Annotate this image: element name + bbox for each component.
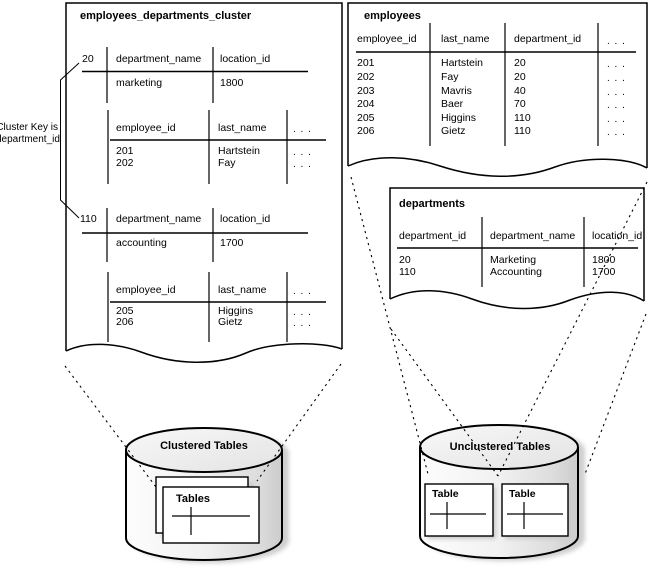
emp-cell: Gietz	[441, 125, 466, 137]
unclustered-cylinder	[419, 424, 585, 561]
emp-header-cell: last_name	[218, 122, 267, 134]
emp-cell: 201	[116, 145, 134, 157]
stacked-tables-label: Tables	[176, 493, 211, 505]
emp-header-cell: employee_id	[116, 122, 176, 134]
ellipsis-cell: . . .	[607, 127, 626, 138]
stacked-tables-icon	[155, 476, 260, 544]
dept-cell: 110	[399, 266, 416, 278]
emp-cell: Higgins	[441, 112, 477, 124]
dept-cell: 1700	[592, 266, 616, 278]
emp-cell: 201	[357, 57, 375, 69]
emp-cell: Hartstein	[218, 145, 261, 157]
ellipsis-cell: . . .	[607, 100, 626, 111]
emp-cell: 110	[514, 112, 531, 124]
dept-header-cell: department_name	[116, 53, 202, 65]
ellipsis-cell: . . .	[293, 159, 312, 170]
cluster-box-title: employees_departments_cluster	[80, 10, 252, 22]
ellipsis-cell: . . .	[607, 114, 626, 125]
employees-table-lines	[356, 23, 636, 146]
cluster-key-value: 110	[80, 213, 97, 225]
emp-cell: Gietz	[218, 316, 243, 328]
emp-cell: 206	[357, 125, 375, 137]
unclustered-cylinder-label: Unclustered Tables	[449, 441, 551, 453]
emp-cell: 204	[357, 98, 375, 110]
emp-cell: 20	[514, 71, 526, 83]
dept-cell: 1700	[220, 237, 244, 249]
dept-header-cell: department_name	[490, 230, 576, 242]
dept-cell: 1800	[592, 254, 616, 266]
emp-header-cell: last_name	[441, 33, 490, 45]
emp-cell: 205	[357, 112, 375, 124]
dept-cell: 1800	[220, 77, 244, 89]
emp-cell: 206	[116, 316, 134, 328]
dept-header-cell: department_id	[399, 230, 467, 242]
departments-table-lines	[397, 217, 638, 287]
dept-cell: Accounting	[490, 266, 542, 278]
departments-table-title: departments	[399, 198, 466, 210]
dept-cell: marketing	[116, 77, 163, 89]
emp-header-cell: last_name	[218, 284, 267, 296]
cluster-key-note: Cluster Key is department_id	[0, 121, 60, 147]
emp-cell: 70	[514, 98, 526, 110]
emp-cell: Higgins	[218, 305, 254, 317]
clustered-cylinder-label: Clustered Tables	[160, 440, 248, 452]
emp-cell: Fay	[441, 71, 459, 83]
emp-cell: 40	[514, 85, 526, 97]
funnel-dashed-lines	[64, 176, 648, 488]
cluster-key-bracket	[60, 62, 80, 219]
dept-header-cell: location_id	[220, 53, 271, 65]
ellipsis-cell: . . .	[293, 147, 312, 158]
employees-table-title: employees	[364, 10, 421, 22]
emp-header-cell: department_id	[514, 33, 582, 45]
dept-cell: accounting	[116, 237, 167, 249]
emp-cell: 202	[357, 71, 375, 83]
emp-cell: Mavris	[441, 85, 472, 97]
table-icon-1	[424, 483, 496, 539]
table-icon-label: Table	[509, 488, 536, 500]
emp-cell: 203	[357, 85, 375, 97]
emp-cell: Fay	[218, 157, 236, 169]
emp-cell: 110	[514, 125, 531, 137]
departments-box-outline	[389, 187, 645, 310]
dept-header-cell: location_id	[592, 230, 643, 242]
ellipsis-cell: . . .	[607, 73, 626, 84]
dept-cell: 20	[399, 254, 411, 266]
ellipsis-cell: . . .	[293, 124, 312, 135]
ellipsis-cell: . . .	[293, 286, 312, 297]
cluster-key-note-line2: department_id	[0, 134, 60, 145]
clustered-cylinder	[125, 427, 289, 563]
emp-cell: 202	[116, 157, 134, 169]
emp-cell: Hartstein	[441, 57, 484, 69]
cluster-box-outline	[65, 2, 343, 363]
ellipsis-cell: . . .	[293, 318, 312, 329]
dept-header-cell: department_name	[116, 213, 202, 225]
employees-box-outline	[347, 2, 648, 177]
emp-cell: Baer	[441, 98, 464, 110]
table-icon-label: Table	[432, 488, 459, 500]
cluster-key-note-line1: Cluster Key is	[0, 122, 58, 133]
emp-cell: 205	[116, 305, 134, 317]
table-icon-2	[501, 483, 571, 539]
dept-cell: Marketing	[490, 254, 537, 266]
cluster-box-table-lines	[82, 47, 326, 342]
emp-cell: 20	[514, 57, 526, 69]
emp-header-cell: employee_id	[116, 284, 176, 296]
emp-header-cell: employee_id	[357, 33, 417, 45]
ellipsis-cell: . . .	[293, 307, 312, 318]
dept-header-cell: location_id	[220, 213, 271, 225]
ellipsis-cell: . . .	[607, 36, 626, 47]
ellipsis-cell: . . .	[607, 59, 626, 70]
ellipsis-cell: . . .	[607, 87, 626, 98]
cluster-key-value: 20	[82, 53, 94, 65]
